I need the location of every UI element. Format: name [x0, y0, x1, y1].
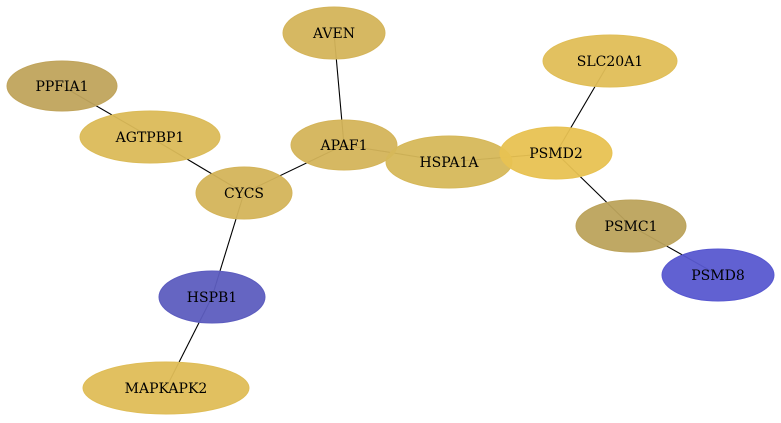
node-ellipse: [290, 119, 398, 171]
node-ellipse: [158, 270, 266, 324]
node-slc20a1[interactable]: SLC20A1: [542, 34, 678, 88]
node-label: PSMD2: [529, 146, 582, 162]
node-ellipse: [282, 6, 386, 60]
node-label: APAF1: [320, 138, 368, 154]
node-apaf1[interactable]: APAF1: [290, 119, 398, 171]
node-psmd8[interactable]: PSMD8: [661, 248, 775, 302]
node-psmc1[interactable]: PSMC1: [575, 199, 687, 253]
node-ellipse: [499, 126, 613, 180]
node-label: PSMD8: [691, 268, 744, 284]
node-ppfia1[interactable]: PPFIA1: [6, 60, 118, 112]
node-label: AVEN: [312, 26, 355, 42]
node-agtpbp1[interactable]: AGTPBP1: [79, 110, 221, 164]
node-label: PSMC1: [605, 219, 658, 235]
node-label: HSPA1A: [419, 155, 479, 171]
node-aven[interactable]: AVEN: [282, 6, 386, 60]
node-label: HSPB1: [187, 290, 237, 306]
node-ellipse: [79, 110, 221, 164]
node-hspa1a[interactable]: HSPA1A: [385, 135, 513, 189]
node-ellipse: [575, 199, 687, 253]
node-ellipse: [195, 166, 293, 220]
node-ellipse: [542, 34, 678, 88]
node-ellipse: [661, 248, 775, 302]
node-ellipse: [82, 361, 250, 415]
node-label: SLC20A1: [577, 54, 643, 70]
node-label: CYCS: [224, 186, 264, 202]
node-ellipse: [6, 60, 118, 112]
node-label: AGTPBP1: [115, 130, 185, 146]
node-psmd2[interactable]: PSMD2: [499, 126, 613, 180]
node-label: MAPKAPK2: [125, 381, 208, 397]
node-label: PPFIA1: [35, 79, 88, 95]
node-mapkapk2[interactable]: MAPKAPK2: [82, 361, 250, 415]
node-hspb1[interactable]: HSPB1: [158, 270, 266, 324]
node-cycs[interactable]: CYCS: [195, 166, 293, 220]
